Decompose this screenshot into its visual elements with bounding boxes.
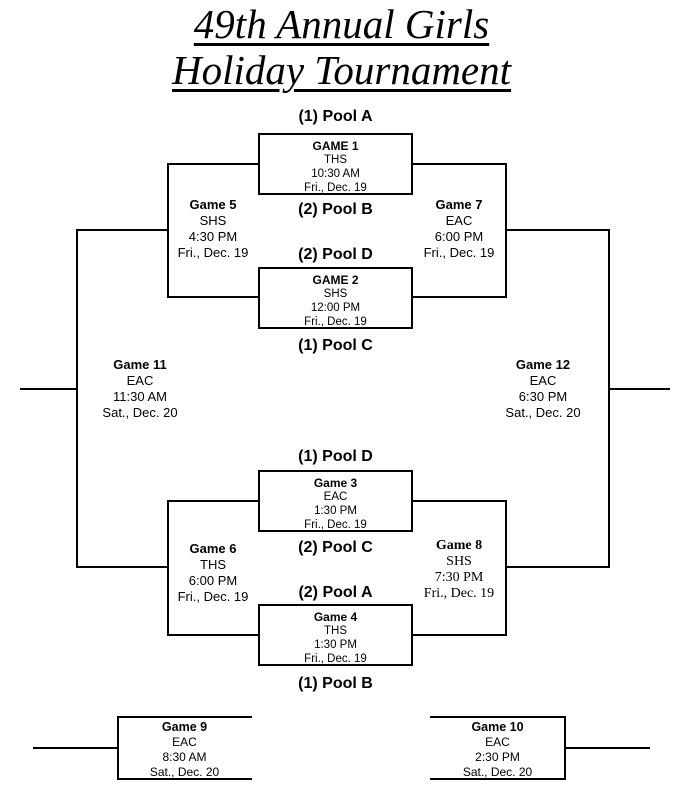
game-7-name: Game 7 (435, 197, 483, 212)
game-1-box: GAME 1 THS 10:30 AM Fri., Dec. 19 (258, 133, 413, 195)
game-6-site: THS (200, 557, 226, 572)
game-4-box: Game 4 THS 1:30 PM Fri., Dec. 19 (258, 604, 413, 666)
title-line-2: Holiday Tournament (171, 46, 512, 93)
game-2-site: SHS (323, 288, 348, 300)
game5-to-game11-line (76, 229, 167, 231)
game-2-box: GAME 2 SHS 12:00 PM Fri., Dec. 19 (258, 267, 413, 329)
game-5-site: SHS (199, 213, 227, 228)
game-11-info: Game 11 EAC 11:30 AM Sat., Dec. 20 (95, 357, 185, 421)
game12-winner-line (608, 388, 670, 390)
game-5-info: Game 5 SHS 4:30 PM Fri., Dec. 19 (168, 197, 258, 261)
game-7-date: Fri., Dec. 19 (423, 245, 495, 260)
pool-label-above-game-1: (1) Pool A (298, 108, 373, 125)
game1-right-line (413, 163, 505, 165)
game-4-site: THS (324, 625, 347, 637)
game3-left-line (167, 500, 258, 502)
game11-winner-line (20, 388, 76, 390)
game-12-time: 6:30 PM (518, 389, 568, 404)
game-11-name: Game 11 (113, 357, 167, 372)
game12-bracket-line (608, 229, 610, 568)
game-7-site: EAC (445, 213, 473, 228)
game-6-info: Game 6 THS 6:00 PM Fri., Dec. 19 (168, 541, 258, 605)
pool-label-below-game-1: (2) Pool B (298, 201, 373, 218)
game-10-name: Game 10 (471, 720, 524, 734)
game-9-time: 8:30 AM (162, 750, 207, 764)
game-8-date: Fri., Dec. 19 (423, 586, 495, 601)
game9-box-top-line (117, 716, 252, 718)
game-10-info: Game 10 EAC 2:30 PM Sat., Dec. 20 (430, 720, 565, 780)
game-11-date: Sat., Dec. 20 (102, 405, 178, 420)
game-4-time: 1:30 PM (314, 639, 357, 651)
game-9-site: EAC (172, 735, 197, 749)
game4-left-line (167, 634, 258, 636)
game-3-time: 1:30 PM (314, 505, 357, 517)
tournament-title: 49th Annual Girls Holiday Tournament (0, 1, 683, 94)
pool-label-above-game-2: (2) Pool D (298, 246, 373, 263)
game-2-name: GAME 2 (312, 273, 359, 287)
game7-to-game12-line (505, 229, 610, 231)
game-2-time: 12:00 PM (310, 302, 361, 314)
game-7-time: 6:00 PM (434, 229, 484, 244)
game-3-date: Fri., Dec. 19 (304, 519, 367, 531)
game9-box-left-line (117, 716, 119, 780)
game10-box-right-line (564, 716, 566, 780)
game-3-box: Game 3 EAC 1:30 PM Fri., Dec. 19 (258, 470, 413, 532)
game-5-date: Fri., Dec. 19 (177, 245, 249, 260)
title-line-1: 49th Annual Girls (193, 1, 490, 47)
game-3-site: EAC (323, 491, 348, 503)
game-12-info: Game 12 EAC 6:30 PM Sat., Dec. 20 (498, 357, 588, 421)
game9-feeder-line (33, 747, 117, 749)
game-1-site: THS (324, 154, 347, 166)
game-8-info: Game 8 SHS 7:30 PM Fri., Dec. 19 (413, 538, 505, 602)
game10-box-top-line (430, 716, 566, 718)
game5-bracket-line (167, 163, 169, 298)
game8-bracket-line (505, 500, 507, 636)
game4-right-line (413, 634, 505, 636)
game-5-name: Game 5 (189, 197, 237, 212)
game-11-site: EAC (126, 373, 154, 388)
pool-label-below-game-2: (1) Pool C (298, 337, 373, 354)
game-12-date: Sat., Dec. 20 (505, 405, 581, 420)
game-10-date: Sat., Dec. 20 (462, 765, 533, 779)
game-6-time: 6:00 PM (188, 573, 238, 588)
game-9-date: Sat., Dec. 20 (149, 765, 220, 779)
game-11-time: 11:30 AM (113, 389, 167, 404)
game10-box-bottom-line (430, 778, 566, 780)
pool-label-below-game-3: (2) Pool C (298, 539, 373, 556)
game1-left-line (167, 163, 258, 165)
game6-bracket-line (167, 500, 169, 636)
game-1-name: GAME 1 (312, 139, 359, 153)
game-10-time: 2:30 PM (475, 750, 520, 764)
game-12-site: EAC (529, 373, 557, 388)
game2-left-line (167, 296, 258, 298)
game2-right-line (413, 296, 505, 298)
game-1-date: Fri., Dec. 19 (304, 182, 367, 194)
game-6-date: Fri., Dec. 19 (177, 589, 249, 604)
pool-label-below-game-4: (1) Pool B (298, 675, 373, 692)
game-8-site: SHS (446, 554, 472, 569)
pool-label-above-game-3: (1) Pool D (298, 448, 373, 465)
game11-bracket-line (76, 229, 78, 568)
game-9-info: Game 9 EAC 8:30 AM Sat., Dec. 20 (117, 720, 252, 780)
game-1-time: 10:30 AM (311, 168, 360, 180)
game-4-date: Fri., Dec. 19 (304, 653, 367, 665)
game6-to-game11-line (76, 566, 167, 568)
game-5-time: 4:30 PM (188, 229, 238, 244)
game-2-date: Fri., Dec. 19 (304, 316, 367, 328)
game10-winner-line (566, 747, 650, 749)
game-6-name: Game 6 (189, 541, 237, 556)
game-3-name: Game 3 (313, 476, 358, 490)
game3-right-line (413, 500, 505, 502)
pool-label-above-game-4: (2) Pool A (298, 584, 373, 601)
game-9-name: Game 9 (161, 720, 208, 734)
game9-box-bottom-line (117, 778, 252, 780)
game-8-name: Game 8 (435, 538, 483, 553)
game-7-info: Game 7 EAC 6:00 PM Fri., Dec. 19 (413, 197, 505, 261)
game-12-name: Game 12 (515, 357, 571, 372)
game-4-name: Game 4 (313, 610, 358, 624)
game-8-time: 7:30 PM (434, 570, 484, 585)
game8-to-game12-line (505, 566, 610, 568)
game-10-site: EAC (485, 735, 510, 749)
